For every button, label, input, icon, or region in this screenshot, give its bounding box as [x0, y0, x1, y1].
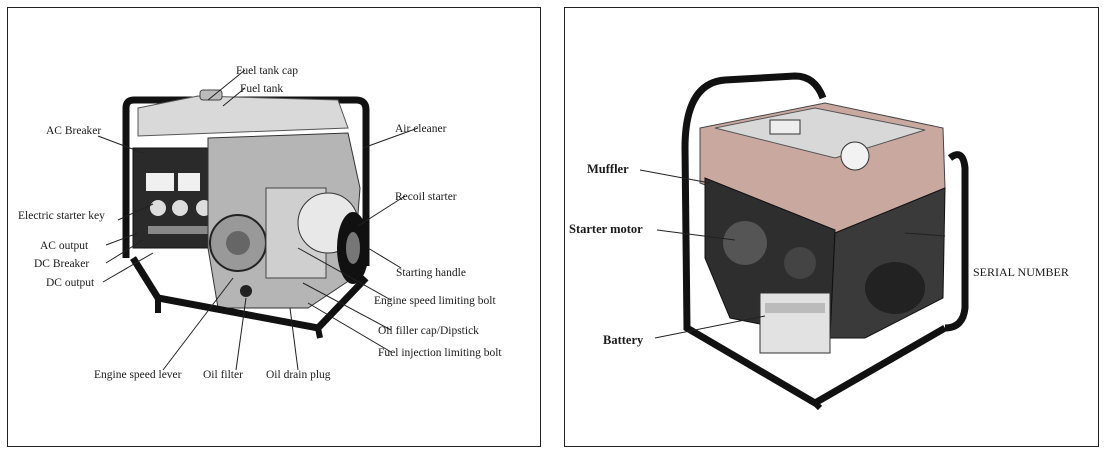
label-starting-handle: Starting handle [396, 267, 466, 279]
label-recoil-starter: Recoil starter [395, 191, 457, 203]
label-dc-breaker: DC Breaker [34, 258, 89, 270]
label-ac-breaker: AC Breaker [46, 125, 101, 137]
generator-front-diagram-panel: Fuel tank cap Fuel tank AC Breaker Air c… [7, 7, 541, 447]
leader-lines [97, 69, 419, 371]
generator-front-illustration [122, 89, 370, 339]
label-oil-drain-plug: Oil drain plug [266, 369, 331, 381]
label-starter-motor: Starter motor [569, 222, 643, 236]
label-fuel-tank-cap: Fuel tank cap [236, 65, 298, 77]
label-battery: Battery [603, 333, 644, 347]
label-muffler: Muffler [587, 162, 629, 176]
generator-rear-diagram: Muffler Starter motor SERIAL NUMBER Batt… [569, 72, 1069, 411]
label-fuel-injection-limiting-bolt: Fuel injection limiting bolt [378, 347, 502, 359]
label-dc-output: DC output [46, 277, 95, 289]
generator-rear-illustration [681, 72, 969, 411]
label-engine-speed-limiting-bolt: Engine speed limiting bolt [374, 295, 496, 307]
label-ac-output: AC output [40, 240, 89, 252]
leader-lines-rear [639, 169, 946, 339]
generator-rear-diagram-panel: Muffler Starter motor SERIAL NUMBER Batt… [564, 7, 1099, 447]
label-oil-filter: Oil filter [203, 369, 243, 381]
generator-front-diagram: Fuel tank cap Fuel tank AC Breaker Air c… [18, 65, 502, 381]
label-electric-starter-key: Electric starter key [18, 210, 105, 222]
label-oil-filler-cap: Oil filler cap/Dipstick [378, 325, 479, 337]
label-engine-speed-lever: Engine speed lever [94, 369, 182, 381]
label-serial-number: SERIAL NUMBER [973, 265, 1069, 279]
label-air-cleaner: Air cleaner [395, 123, 447, 135]
label-fuel-tank: Fuel tank [240, 83, 283, 95]
